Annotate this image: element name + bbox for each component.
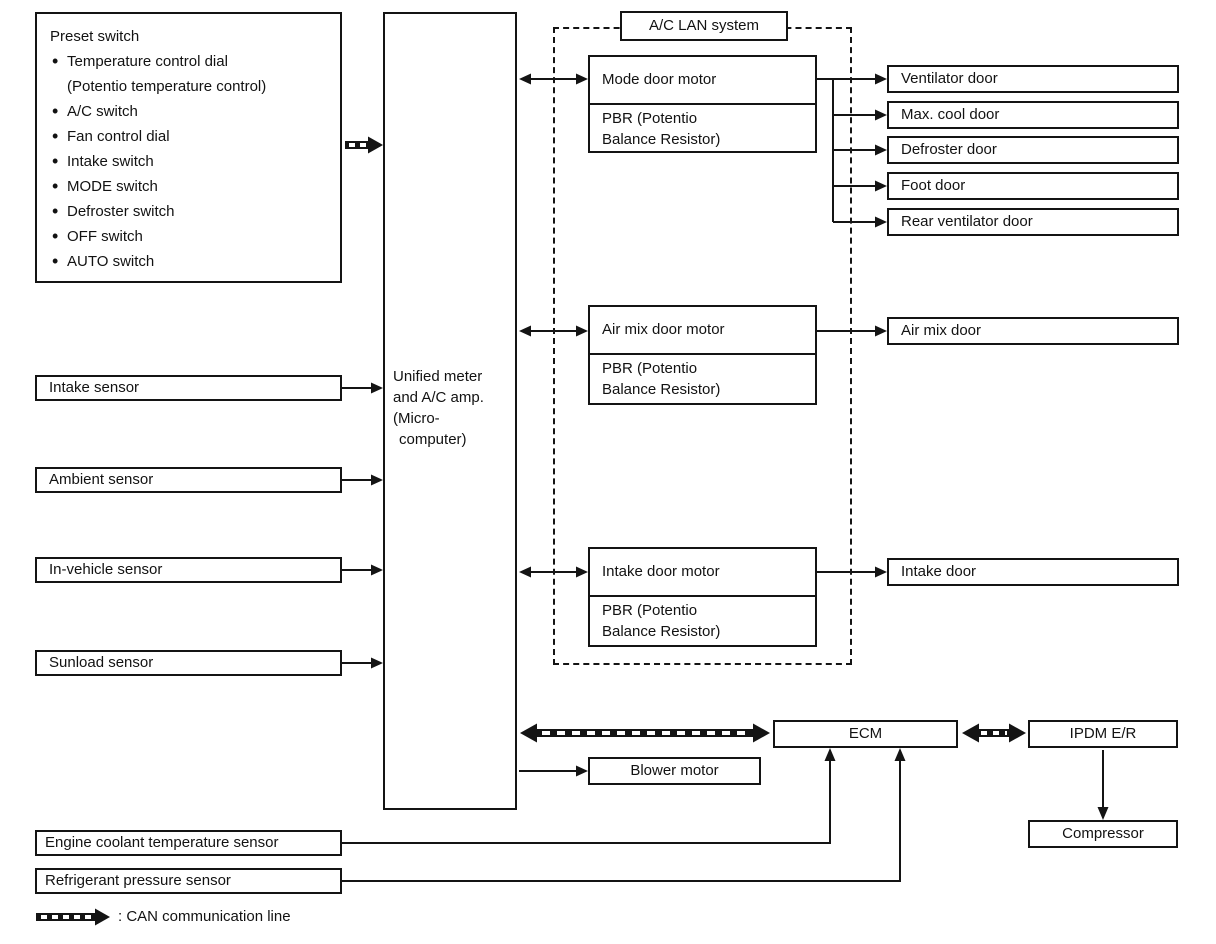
air-mix-door-label: Air mix door (901, 321, 982, 339)
unified-meter-line: computer) (399, 431, 467, 448)
max-cool-door-label: Max. cool door (901, 105, 1000, 123)
rear-ventilator-door-label: Rear ventilator door (901, 212, 1033, 230)
preset-switch-box: Preset switch Temperature control dial (… (35, 12, 342, 283)
compressor-label: Compressor (1062, 824, 1144, 842)
unified-meter-line: (Micro- (393, 410, 440, 427)
ventilator-door-box: Ventilator door (887, 65, 1179, 93)
preset-item-label: Temperature control dial (67, 53, 228, 70)
preset-item: Fan control dial (50, 124, 330, 149)
in-vehicle-sensor-label: In-vehicle sensor (49, 560, 163, 578)
unified-meter-line: and A/C amp. (393, 389, 484, 406)
lan-system-label: A/C LAN system (620, 11, 788, 41)
pbr-line: Balance Resistor) (602, 623, 721, 640)
pbr-line: Balance Resistor) (602, 131, 721, 148)
intake-door-arrow (817, 566, 887, 578)
mode-door-motor-label: Mode door motor (590, 57, 815, 105)
intake-door-motor-pbr: PBR (Potentio Balance Resistor) (590, 597, 815, 642)
refrigerant-sensor-box: Refrigerant pressure sensor (35, 868, 342, 894)
preset-switch-arrow (345, 136, 383, 154)
mode-door-motor-box: Mode door motor PBR (Potentio Balance Re… (588, 55, 817, 153)
compressor-arrow (1097, 750, 1109, 820)
air-mix-door-motor-pbr: PBR (Potentio Balance Resistor) (590, 355, 815, 400)
compressor-box: Compressor (1028, 820, 1178, 848)
preset-item: OFF switch (50, 224, 330, 249)
blower-motor-box: Blower motor (588, 757, 761, 785)
intake-door-motor-box: Intake door motor PBR (Potentio Balance … (588, 547, 817, 647)
lan-system-label-text: A/C LAN system (648, 16, 760, 34)
ecm-label: ECM (848, 724, 883, 742)
pbr-line: PBR (Potentio (602, 360, 698, 377)
defroster-door-box: Defroster door (887, 136, 1179, 164)
in-vehicle-sensor-box: In-vehicle sensor (35, 557, 342, 583)
rear-ventilator-door-box: Rear ventilator door (887, 208, 1179, 236)
intake-door-label: Intake door (901, 562, 977, 580)
intake-door-box: Intake door (887, 558, 1179, 586)
preset-item-sub: (Potentio temperature control) (67, 78, 267, 95)
preset-item: Defroster switch (50, 199, 330, 224)
can-link-unified-ecm (520, 723, 770, 743)
coolant-sensor-line (342, 748, 836, 844)
ambient-sensor-box: Ambient sensor (35, 467, 342, 493)
sunload-sensor-label: Sunload sensor (49, 653, 154, 671)
air-mix-door-motor-box: Air mix door motor PBR (Potentio Balance… (588, 305, 817, 405)
blower-motor-label: Blower motor (630, 761, 719, 779)
preset-switch-title: Preset switch (50, 28, 140, 45)
engine-coolant-sensor-box: Engine coolant temperature sensor (35, 830, 342, 856)
refrigerant-sensor-label: Refrigerant pressure sensor (45, 871, 231, 889)
unified-meter-label: Unified meter and A/C amp. (Micro- compu… (393, 366, 484, 450)
pbr-line: PBR (Potentio (602, 110, 698, 127)
intake-door-motor-label: Intake door motor (590, 549, 815, 597)
preset-item: Intake switch (50, 149, 330, 174)
can-link-ecm-ipdm (962, 723, 1026, 743)
air-mix-door-box: Air mix door (887, 317, 1179, 345)
unified-meter-box: Unified meter and A/C amp. (Micro- compu… (383, 12, 517, 810)
foot-door-box: Foot door (887, 172, 1179, 200)
ventilator-door-label: Ventilator door (901, 69, 998, 87)
sensor-arrows (342, 382, 383, 669)
unified-meter-line: Unified meter (393, 368, 483, 385)
preset-switch-list: Temperature control dial (Potentio tempe… (50, 49, 330, 274)
can-legend-label: : CAN communication line (118, 908, 291, 925)
mode-door-motor-pbr: PBR (Potentio Balance Resistor) (590, 105, 815, 150)
pbr-line: PBR (Potentio (602, 602, 698, 619)
air-mix-door-motor-label: Air mix door motor (590, 307, 815, 355)
blower-motor-arrow (519, 765, 588, 777)
preset-item: AUTO switch (50, 249, 330, 274)
intake-sensor-label: Intake sensor (49, 378, 140, 396)
air-mix-door-arrow (817, 325, 887, 337)
pbr-line: Balance Resistor) (602, 381, 721, 398)
ipdm-label: IPDM E/R (1069, 724, 1137, 742)
defroster-door-label: Defroster door (901, 140, 997, 158)
intake-sensor-box: Intake sensor (35, 375, 342, 401)
refrigerant-sensor-line (342, 748, 906, 882)
preset-item: A/C switch (50, 99, 330, 124)
preset-item: MODE switch (50, 174, 330, 199)
can-legend-arrow-icon (36, 908, 110, 926)
foot-door-label: Foot door (901, 176, 966, 194)
max-cool-door-box: Max. cool door (887, 101, 1179, 129)
sunload-sensor-box: Sunload sensor (35, 650, 342, 676)
engine-coolant-sensor-label: Engine coolant temperature sensor (45, 833, 279, 851)
motor-double-arrows (519, 73, 588, 578)
ambient-sensor-label: Ambient sensor (49, 470, 154, 488)
mode-door-branch (817, 73, 887, 228)
ecm-box: ECM (773, 720, 958, 748)
preset-item: Temperature control dial (Potentio tempe… (50, 49, 330, 99)
ipdm-box: IPDM E/R (1028, 720, 1178, 748)
